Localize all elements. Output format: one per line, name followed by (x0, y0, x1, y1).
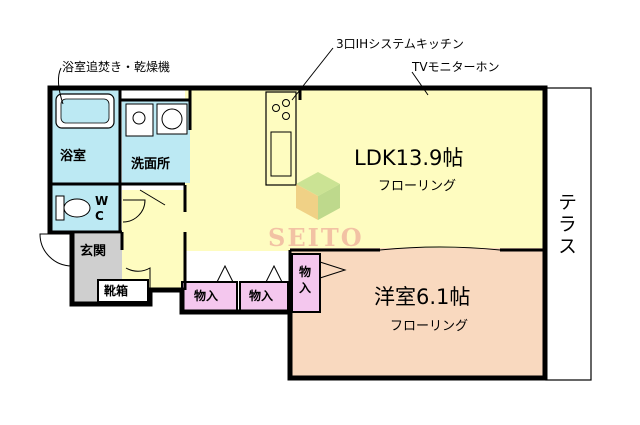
callout-intercom: TVモニターホン (412, 60, 500, 74)
sink (270, 131, 292, 177)
label-bath: 浴室 (60, 149, 87, 164)
label-wc-w: W (95, 194, 109, 208)
label-storage-3-top: 物 (299, 265, 312, 279)
washer-drum (161, 108, 183, 130)
outer-walls (47, 85, 548, 381)
label-storage-3-bottom: 入 (299, 281, 312, 295)
label-entrance: 玄関 (80, 244, 107, 259)
callout-lines (57, 47, 429, 105)
label-storage-1: 物入 (194, 289, 219, 303)
western-room-floor (290, 248, 545, 378)
watermark-text: SEITO (268, 223, 364, 252)
label-western-floor: フローリング (390, 319, 469, 334)
bathtub-inner (60, 98, 110, 124)
storage-3 (291, 253, 321, 313)
callout-bath-features: 浴室追焚き・乾燥機 (62, 60, 171, 74)
label-ldk-title: LDK13.9帖 (354, 146, 464, 170)
basin-bowl (132, 111, 146, 125)
ih-burners (272, 99, 290, 120)
hall-floor (122, 190, 185, 288)
label-wc-c: C (95, 209, 104, 223)
label-shoe-box: 靴箱 (104, 284, 129, 298)
callout-kitchen: 3口IHシステムキッチン (336, 37, 464, 51)
storage-door-marks (216, 261, 347, 283)
wash-basin (125, 103, 154, 137)
label-terrace: テラス (555, 192, 577, 258)
label-western-title: 洋室6.1帖 (374, 285, 471, 309)
door-swings (39, 189, 501, 300)
interior-walls (50, 88, 545, 378)
storage-1 (181, 281, 238, 313)
label-storage-2: 物入 (249, 289, 274, 303)
watermark-logo (296, 172, 340, 220)
label-washroom: 洗面所 (131, 157, 171, 172)
ldk-floor (185, 88, 545, 251)
toilet (55, 195, 91, 221)
label-ldk-floor: フローリング (378, 179, 457, 194)
